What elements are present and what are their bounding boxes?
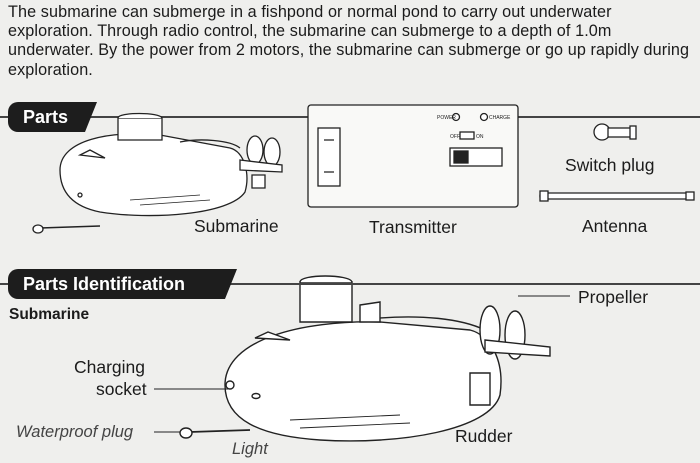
antenna-illustration — [539, 190, 695, 202]
submarine-illustration — [32, 112, 283, 234]
parts-heading: Parts — [8, 102, 97, 132]
power-led-label: POWER — [437, 115, 456, 121]
switch-plug-label: Switch plug — [565, 155, 655, 175]
transmitter-label: Transmitter — [369, 217, 457, 237]
rudder-label: Rudder — [455, 426, 513, 446]
on-label: ON — [476, 134, 484, 140]
propeller-label: Propeller — [578, 287, 649, 307]
submarine-diagram — [154, 275, 570, 442]
identification-divider — [0, 283, 700, 285]
switch-plug-illustration — [593, 123, 637, 141]
charging-socket-label-line1: Charging — [74, 357, 146, 377]
submarine-label: Submarine — [194, 216, 279, 236]
transmitter-illustration — [307, 104, 519, 208]
off-label: OFF — [450, 134, 460, 140]
light-label: Light — [232, 440, 268, 458]
identification-subtitle: Submarine — [9, 306, 90, 323]
charging-socket-label-line2: socket — [96, 379, 147, 399]
identification-heading: Parts Identification — [8, 269, 237, 299]
charge-led-label: CHARGE — [489, 115, 511, 121]
intro-paragraph: The submarine can submerge in a fishpond… — [8, 3, 690, 79]
waterproof-plug-label: Waterproof plug — [16, 423, 134, 441]
antenna-label: Antenna — [582, 216, 648, 236]
